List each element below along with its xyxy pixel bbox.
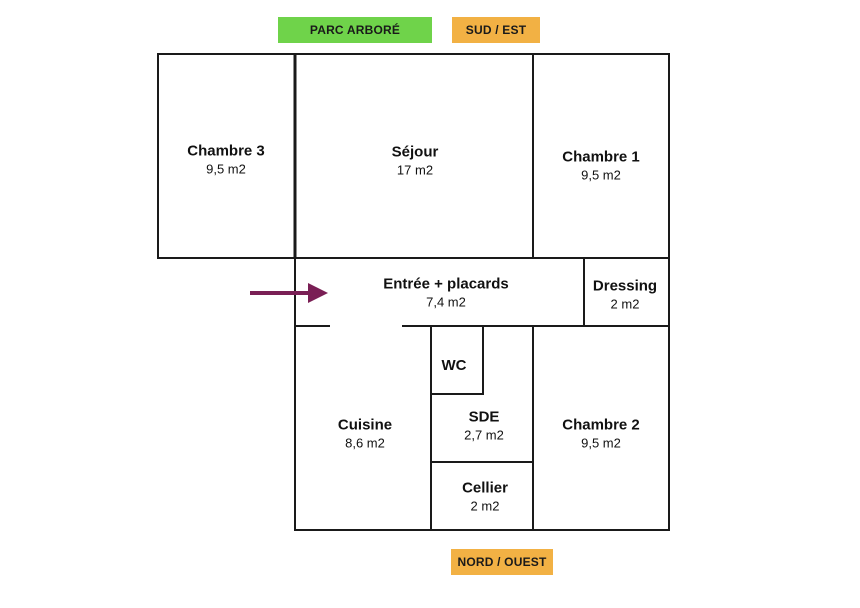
wall-wc <box>430 325 484 395</box>
room-name: Cellier <box>462 479 508 497</box>
room-area: 2,7 m2 <box>464 427 504 443</box>
room-entree: Entrée + placards 7,4 m2 <box>383 276 508 311</box>
room-name: Chambre 3 <box>187 142 265 160</box>
room-dressing: Dressing 2 m2 <box>593 278 657 313</box>
room-name: SDE <box>468 408 500 426</box>
orientation-tag-sud-est: SUD / EST <box>452 17 540 43</box>
room-cuisine: Cuisine 8,6 m2 <box>338 417 392 452</box>
arrow-right-icon <box>250 283 328 303</box>
room-area: 17 m2 <box>396 162 434 178</box>
room-chambre1: Chambre 1 9,5 m2 <box>562 149 640 184</box>
room-area: 8,6 m2 <box>345 435 385 451</box>
room-chambre2: Chambre 2 9,5 m2 <box>562 417 640 452</box>
orientation-tag-parc: PARC ARBORÉ <box>278 17 432 43</box>
room-area: 9,5 m2 <box>206 161 246 177</box>
wall-chambre1 <box>532 53 670 259</box>
room-area: 2 m2 <box>470 498 500 514</box>
orientation-tag-nord-ouest: NORD / OUEST <box>451 549 553 575</box>
room-area: 9,5 m2 <box>581 435 621 451</box>
room-name: Chambre 2 <box>562 416 640 434</box>
room-area: 9,5 m2 <box>581 167 621 183</box>
room-sejour: Séjour 17 m2 <box>392 144 439 179</box>
room-name: WC <box>441 357 467 374</box>
room-cellier: Cellier 2 m2 <box>462 480 508 515</box>
room-area: 7,4 m2 <box>426 294 466 310</box>
room-name: Cuisine <box>337 416 393 434</box>
room-name: Dressing <box>592 277 658 295</box>
room-name: Chambre 1 <box>562 148 640 166</box>
walls <box>157 53 670 531</box>
room-sde: SDE 2,7 m2 <box>464 409 504 444</box>
room-wc: WC <box>442 357 467 375</box>
room-name: Séjour <box>391 143 439 161</box>
room-area: 2 m2 <box>610 296 640 312</box>
room-chambre3: Chambre 3 9,5 m2 <box>187 143 265 178</box>
room-name: Entrée + placards <box>383 275 509 293</box>
